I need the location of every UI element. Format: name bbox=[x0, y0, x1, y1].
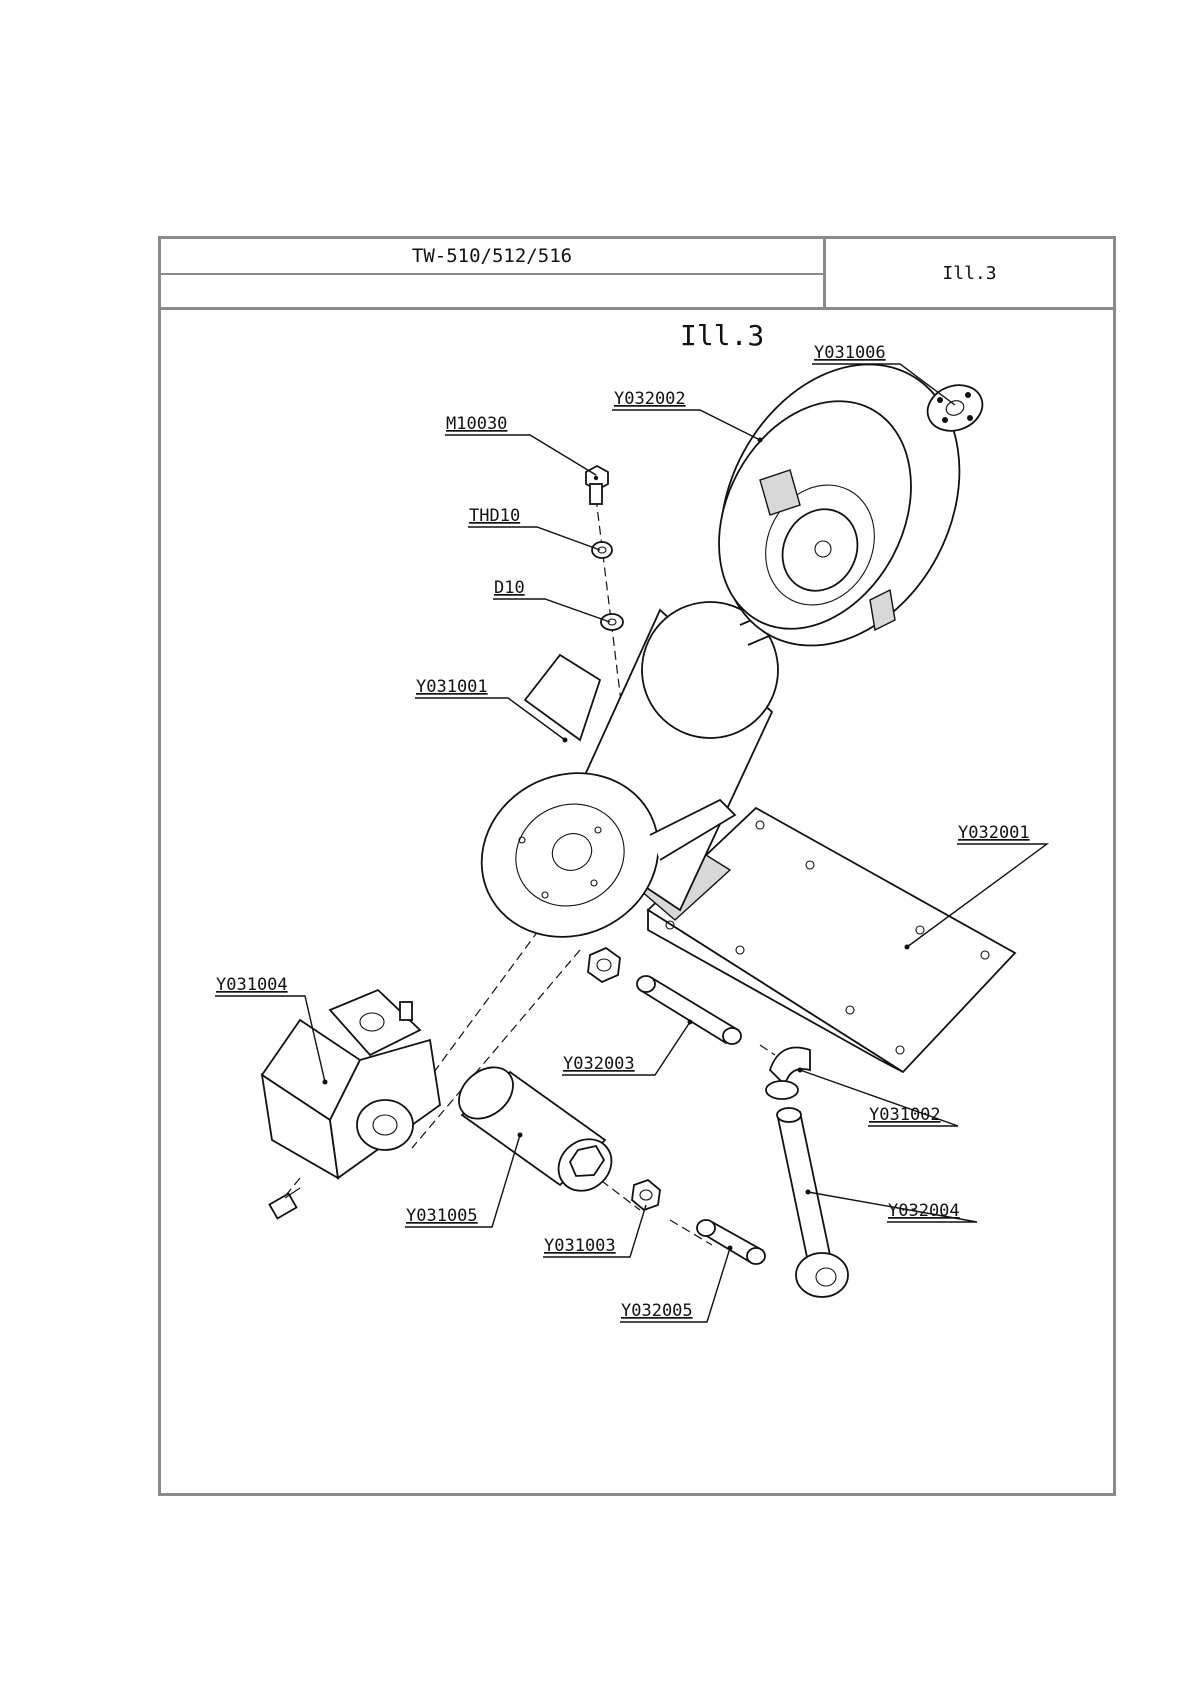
label-y031006: Y031006 bbox=[814, 343, 886, 363]
label-thd10: THD10 bbox=[469, 506, 520, 526]
diagram-heading: Ill.3 bbox=[680, 319, 764, 352]
label-y032002: Y032002 bbox=[614, 389, 686, 409]
nut-thd10 bbox=[592, 542, 612, 558]
label-y031003: Y031003 bbox=[544, 1236, 616, 1256]
label-y032004: Y032004 bbox=[888, 1201, 960, 1221]
tube-y032003 bbox=[637, 976, 741, 1044]
label-y031004: Y031004 bbox=[216, 975, 288, 995]
nut-fitting bbox=[588, 948, 620, 982]
label-y031001: Y031001 bbox=[416, 677, 488, 697]
label-y032001: Y032001 bbox=[958, 823, 1030, 843]
label-y032005: Y032005 bbox=[621, 1301, 693, 1321]
filter-y031005 bbox=[449, 1057, 622, 1202]
label-y031005: Y031005 bbox=[406, 1206, 478, 1226]
screw bbox=[269, 1188, 300, 1218]
elbow-y031002 bbox=[766, 1048, 810, 1100]
label-m10030: M10030 bbox=[446, 414, 507, 434]
label-y032003: Y032003 bbox=[563, 1054, 635, 1074]
label-d10: D10 bbox=[494, 578, 525, 598]
pipe-y032004 bbox=[777, 1108, 848, 1297]
label-y031002: Y031002 bbox=[869, 1105, 941, 1125]
pump-y031004 bbox=[262, 990, 440, 1178]
washer-d10 bbox=[601, 614, 623, 630]
